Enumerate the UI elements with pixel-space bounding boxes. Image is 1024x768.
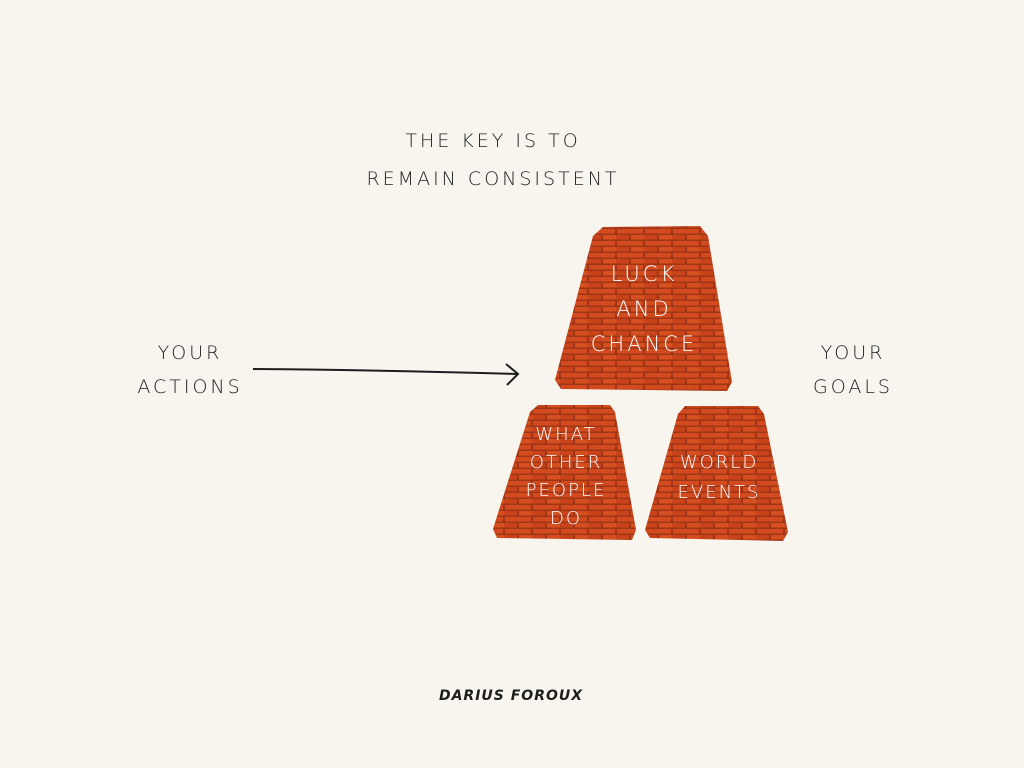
your-goals-line-1: YOUR <box>820 342 886 364</box>
block-text-other: OTHER <box>529 452 603 473</box>
author-signature: DARIUS FOROUX <box>438 688 584 704</box>
block-text-chance: CHANCE <box>590 332 698 356</box>
block-text-people: PEOPLE <box>525 480 607 501</box>
your-goals-line-2: GOALS <box>813 376 893 398</box>
title-line-2: REMAIN CONSISTENT <box>366 168 620 190</box>
arrow-head <box>505 363 520 386</box>
block-text-world: WORLD <box>679 452 759 473</box>
block-text-what: WHAT <box>535 424 597 445</box>
block-text-luck: LUCK <box>610 262 678 286</box>
arrow-line <box>252 368 519 375</box>
block-text-do: DO <box>549 508 583 529</box>
block-what-other-people-do <box>493 405 636 540</box>
block-text-events: EVENTS <box>677 482 761 503</box>
title-line-1: THE KEY IS TO <box>405 130 581 152</box>
block-world-events <box>645 406 788 541</box>
block-luck-and-chance <box>555 226 732 391</box>
your-actions-line-2: ACTIONS <box>137 376 243 398</box>
block-text-and: AND <box>616 297 672 321</box>
your-actions-line-1: YOUR <box>157 342 223 364</box>
